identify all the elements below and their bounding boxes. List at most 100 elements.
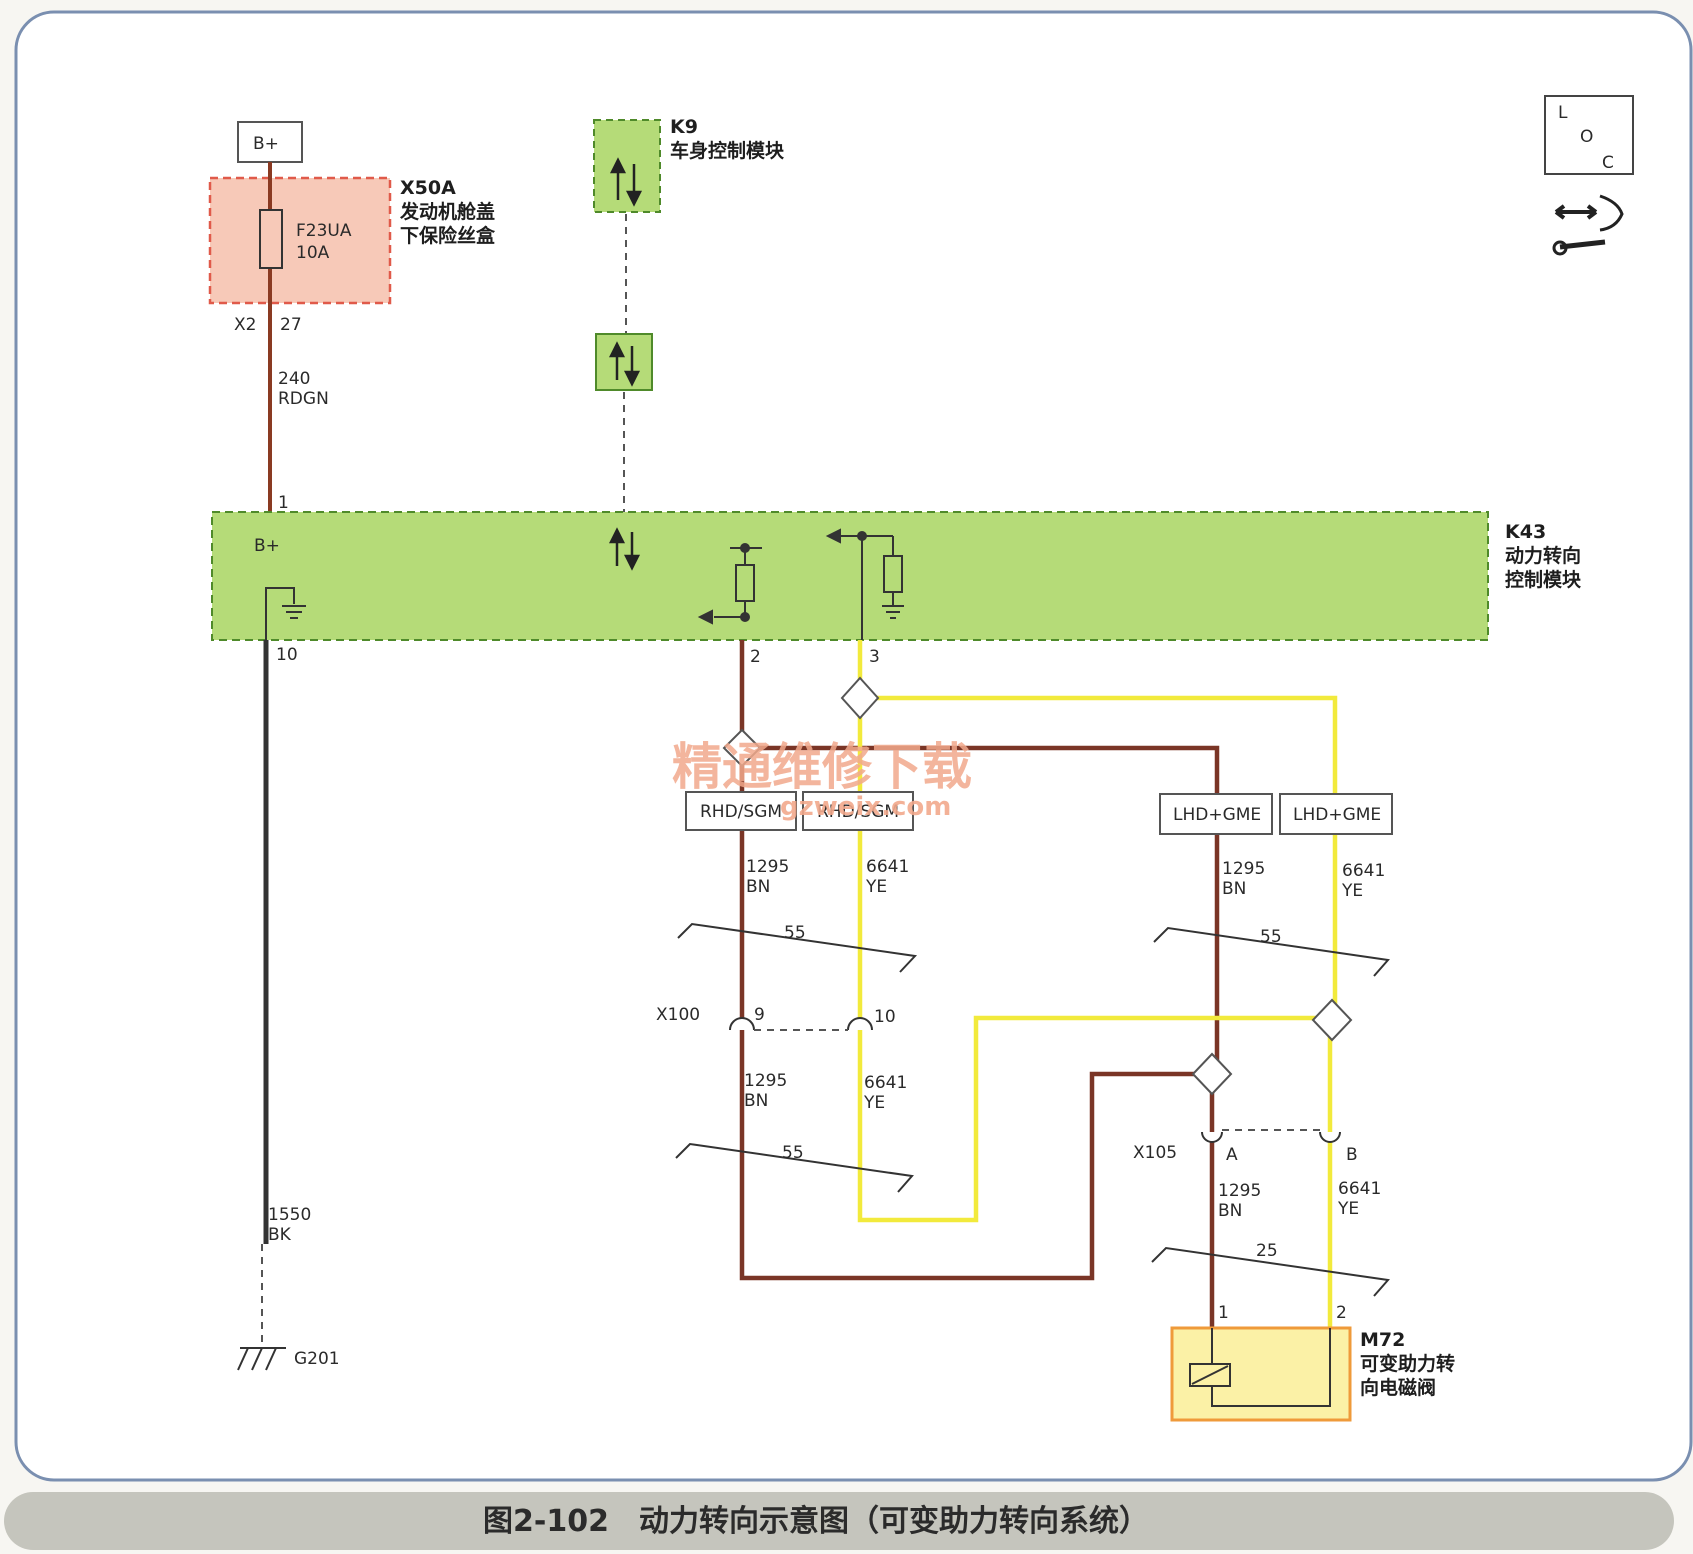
k43-name-line1: 动力转向 (1505, 544, 1581, 567)
k43-data-arrows-icon (608, 527, 641, 571)
k43-module (211, 511, 1489, 641)
figure-caption: 图2-102 动力转向示意图（可变助力转向系统） (483, 1504, 1149, 1539)
k43-pin-power: 1 (278, 493, 289, 513)
wire-1550-circuit: 1550 (268, 1205, 311, 1225)
x100-pin-b: 10 (874, 1007, 896, 1027)
m72-pin1: 1 (1218, 1303, 1229, 1323)
splice-brown-right (1191, 1052, 1233, 1096)
x100-pin-b-icon (847, 1017, 873, 1031)
m72-name-line1: 可变助力转 (1360, 1352, 1455, 1375)
wire-bn-left-mid-circuit: 1295 (744, 1071, 787, 1091)
ground-g201-icon (237, 1347, 286, 1371)
option-lhd-a-label: LHD+GME (1173, 805, 1261, 825)
x105-pin-a-icon (1201, 1131, 1223, 1143)
x50a-id: X50A (400, 177, 456, 199)
x105-pin-b-icon (1319, 1131, 1341, 1143)
wire-ye-left-mid-circuit: 6641 (864, 1073, 907, 1093)
x105-pin-a: A (1226, 1145, 1238, 1165)
svg-text:55: 55 (784, 923, 806, 943)
watermark-line2: gzweix.com (780, 792, 951, 822)
x100-id: X100 (656, 1005, 700, 1025)
steering-service-icon (1552, 194, 1624, 256)
option-box-rhd-b (802, 791, 914, 831)
option-rhd-b-label: RHD/SGM (817, 802, 899, 822)
ground-g201-label: G201 (294, 1349, 340, 1369)
k9-id: K9 (670, 116, 698, 138)
x50a-connector: X2 (234, 315, 256, 335)
option-box-lhd-b (1279, 793, 1393, 835)
wire-240-color: RDGN (278, 389, 329, 409)
svg-text:O: O (1580, 127, 1593, 147)
m72-name-line2: 向电磁阀 (1360, 1376, 1436, 1399)
wire-1550-color: BK (268, 1225, 292, 1245)
watermark-line1: 精通维修下载 (672, 737, 972, 796)
x50a-name-line2: 下保险丝盒 (400, 224, 496, 247)
m72-pin2: 2 (1336, 1303, 1347, 1323)
option-lhd-b-label: LHD+GME (1293, 805, 1381, 825)
wire-1295-brown-main (739, 640, 1220, 1072)
option-box-lhd-a (1159, 793, 1273, 835)
splice-yellow-top (840, 676, 880, 720)
wire-bn-right-top-circuit: 1295 (1222, 859, 1265, 879)
wire-bn-left-mid-color: BN (744, 1091, 768, 1111)
wire-bn-bottom-circuit: 1295 (1218, 1181, 1261, 1201)
x105-pin-b: B (1346, 1145, 1358, 1165)
wire-ye-right-top-color: YE (1341, 881, 1363, 901)
k43-internal-ground-icon (265, 587, 306, 640)
k9-name: 车身控制模块 (670, 139, 785, 162)
k43-signal-a-circuit (697, 543, 762, 625)
m72-coil-slash (1191, 1365, 1229, 1385)
splice-yellow-right (1311, 998, 1353, 1042)
wire-ye-right-top-circuit: 6641 (1342, 861, 1385, 881)
wire-bn-left-top-circuit: 1295 (746, 857, 789, 877)
serial-data-inline-box (595, 333, 653, 391)
k9-data-arrows-icon (609, 157, 643, 207)
x50a-pin: 27 (280, 315, 302, 335)
wire-ye-left-top-circuit: 6641 (866, 857, 909, 877)
svg-text:L: L (1558, 103, 1568, 123)
serial-data-arrows-icon (608, 341, 641, 387)
splice-brown-top (722, 728, 762, 768)
x100-pin-a-icon (729, 1017, 755, 1031)
wire-ye-left-mid-color: YE (863, 1093, 885, 1113)
k43-name-line2: 控制模块 (1505, 568, 1582, 591)
k43-bplus-label: B+ (254, 536, 280, 556)
fuse-rating: 10A (296, 243, 330, 263)
loc-icon: L O C (1544, 95, 1634, 175)
harness-break-2: 55 (1153, 926, 1390, 977)
m72-id: M72 (1360, 1329, 1405, 1351)
k43-pin-ground: 10 (276, 645, 298, 665)
x50a-name-line1: 发动机舱盖 (399, 200, 495, 223)
wire-ye-bottom-circuit: 6641 (1338, 1179, 1381, 1199)
k9-module (593, 119, 661, 213)
k43-id: K43 (1505, 521, 1546, 543)
bplus-source-label: B+ (253, 134, 279, 154)
wire-bn-left-top-color: BN (746, 877, 770, 897)
caption-bar (4, 1492, 1674, 1550)
wire-bn-right-top-color: BN (1222, 879, 1246, 899)
x50a-fuse-block (208, 176, 392, 305)
harness-break-4: 25 (1151, 1241, 1390, 1297)
x105-id: X105 (1133, 1143, 1177, 1163)
option-box-rhd-a (685, 791, 797, 831)
wire-bn-bottom-color: BN (1218, 1201, 1242, 1221)
k43-signal-b-circuit (825, 528, 904, 640)
svg-text:25: 25 (1256, 1241, 1278, 1261)
wire-ye-bottom-color: YE (1337, 1199, 1359, 1219)
fuse-f23ua (259, 209, 283, 269)
option-rhd-a-label: RHD/SGM (700, 802, 782, 822)
harness-break-1: 55 (677, 922, 918, 973)
fuse-name: F23UA (296, 221, 352, 241)
svg-text:55: 55 (1260, 927, 1282, 947)
wire-6641-yellow-top (872, 695, 1338, 1018)
wire-6641-yellow-left-loop (857, 708, 1324, 1223)
k43-pin-signal-b: 3 (869, 647, 880, 667)
svg-text:C: C (1602, 153, 1614, 173)
svg-text:55: 55 (782, 1143, 804, 1163)
k43-pin-signal-a: 2 (750, 647, 761, 667)
wire-ye-left-top-color: YE (865, 877, 887, 897)
x100-pin-a: 9 (754, 1005, 765, 1025)
wire-1295-brown-left-loop (739, 758, 1210, 1281)
wire-240-circuit: 240 (278, 369, 310, 389)
harness-break-3: 55 (675, 1142, 914, 1193)
